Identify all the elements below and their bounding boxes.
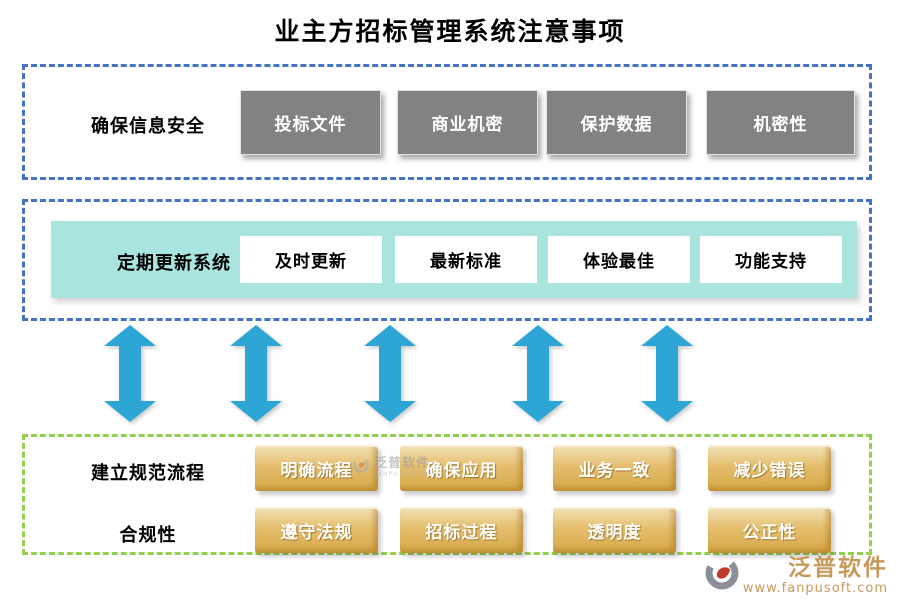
node-best-experience: 体验最佳: [548, 236, 690, 283]
node-clear-process: 明确流程: [255, 445, 378, 491]
node-bid-documents: 投标文件: [240, 90, 381, 155]
node-fairness: 公正性: [708, 507, 831, 553]
node-protect-data: 保护数据: [546, 90, 687, 155]
node-trade-secrets: 商业机密: [397, 90, 538, 155]
double-arrow-icon: [104, 325, 156, 422]
double-arrow-icon: [364, 325, 416, 422]
section-process-box: 建立规范流程 明确流程 确保应用 业务一致 减少错误 合规性 遵守法规 招标过程…: [22, 434, 872, 555]
update-panel: 定期更新系统 及时更新 最新标准 体验最佳 功能支持: [51, 221, 857, 298]
brand-url: www.fanpusoft.com: [742, 580, 888, 596]
double-arrow-icon: [512, 325, 564, 422]
node-confidentiality: 机密性: [706, 90, 855, 155]
section-compliance-label: 合规性: [119, 525, 177, 546]
node-bidding-process: 招标过程: [400, 507, 523, 553]
section-security-box: 确保信息安全 投标文件 商业机密 保护数据 机密性: [22, 64, 872, 180]
section-update-label: 定期更新系统: [117, 253, 231, 274]
node-feature-support: 功能支持: [700, 236, 842, 283]
brand-mark: 泛普软件 www.fanpusoft.com: [705, 556, 888, 596]
section-process-label: 建立规范流程: [91, 463, 205, 484]
brand-name: 泛普软件: [788, 555, 888, 582]
node-transparency: 透明度: [553, 507, 676, 553]
section-update-box: 定期更新系统 及时更新 最新标准 体验最佳 功能支持: [22, 199, 872, 321]
node-reduce-errors: 减少错误: [708, 445, 831, 491]
double-arrow-icon: [230, 325, 282, 422]
node-ensure-application: 确保应用: [400, 445, 523, 491]
node-latest-standard: 最新标准: [395, 236, 537, 283]
section-security-label: 确保信息安全: [91, 116, 205, 137]
node-business-consistency: 业务一致: [553, 445, 676, 491]
fanpu-logo-icon: [705, 556, 739, 594]
double-arrow-icon: [641, 325, 693, 422]
page-title: 业主方招标管理系统注意事项: [274, 17, 626, 46]
node-timely-update: 及时更新: [240, 236, 382, 283]
node-obey-regulations: 遵守法规: [255, 507, 378, 553]
